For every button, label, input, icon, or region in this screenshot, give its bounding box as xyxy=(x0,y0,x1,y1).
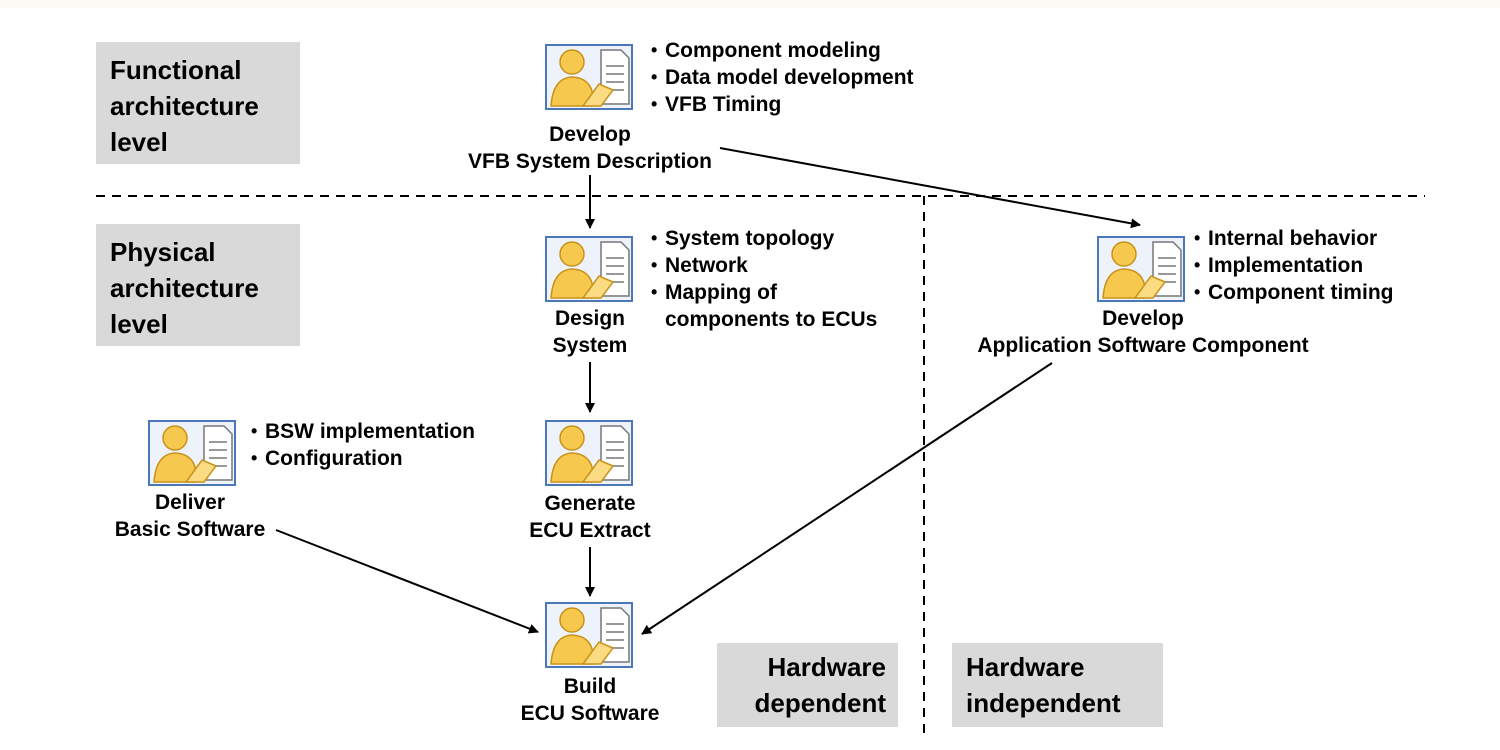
label-line: architecture xyxy=(110,91,259,121)
label-line: Physical xyxy=(110,237,216,267)
label-line: dependent xyxy=(754,688,886,718)
worker-document-icon xyxy=(148,420,236,486)
label-line: independent xyxy=(966,688,1121,718)
bullet-item: Internal behavior xyxy=(1194,225,1393,252)
label-line: level xyxy=(110,127,168,157)
caption-line: Design xyxy=(554,307,625,330)
bullet-item: Mapping of xyxy=(651,279,877,306)
bullet-item: Data model development xyxy=(651,64,914,91)
build-ecu-caption: Build ECU Software xyxy=(500,673,680,727)
develop-swc-caption: Develop Application Software Component xyxy=(950,305,1336,359)
bullet-item: VFB Timing xyxy=(651,91,914,118)
caption-line: System xyxy=(552,334,628,357)
caption-line: ECU Software xyxy=(520,702,660,725)
design-system-caption: Design System xyxy=(520,305,660,359)
caption-line: Build xyxy=(563,675,617,698)
label-line: level xyxy=(110,309,168,339)
caption-line: Generate xyxy=(544,492,636,515)
design-system-bullets: System topology Network Mapping of compo… xyxy=(651,225,877,333)
deliver-bsw-bullets: BSW implementation Configuration xyxy=(251,418,475,472)
arrow-swc-to-build xyxy=(641,362,1053,635)
bullet-item: Component timing xyxy=(1194,279,1393,306)
functional-level-label: Functional architecture level xyxy=(96,42,300,164)
bullet-item: System topology xyxy=(651,225,877,252)
develop-swc-bullets: Internal behavior Implementation Compone… xyxy=(1194,225,1393,306)
worker-document-icon xyxy=(545,420,633,486)
bullet-item: Component modeling xyxy=(651,37,914,64)
generate-extract-caption: Generate ECU Extract xyxy=(505,490,675,544)
bullet-item: Implementation xyxy=(1194,252,1393,279)
caption-line: Application Software Component xyxy=(977,334,1309,357)
bullet-item: Network xyxy=(651,252,877,279)
develop-vfb-bullets: Component modeling Data model developmen… xyxy=(651,37,914,118)
hardware-dependent-label: Hardware dependent xyxy=(717,643,898,727)
worker-document-icon xyxy=(545,44,633,110)
caption-line: ECU Extract xyxy=(529,519,651,542)
top-strip xyxy=(0,0,1500,8)
caption-line: Develop xyxy=(549,123,631,146)
deliver-bsw-caption: Deliver Basic Software xyxy=(100,489,280,543)
worker-document-icon xyxy=(1097,236,1185,302)
caption-line: Deliver xyxy=(154,491,226,514)
hardware-independent-label: Hardware independent xyxy=(952,643,1163,727)
label-line: Hardware xyxy=(767,652,887,682)
label-line: Hardware xyxy=(966,652,1085,682)
bullet-continuation: components to ECUs xyxy=(665,308,878,331)
bullet-item: Configuration xyxy=(251,445,475,472)
caption-line: Develop xyxy=(1102,307,1184,330)
worker-document-icon xyxy=(545,602,633,668)
caption-line: Basic Software xyxy=(114,518,266,541)
physical-level-label: Physical architecture level xyxy=(96,224,300,346)
label-line: architecture xyxy=(110,273,259,303)
arrow-vfb-to-swc xyxy=(719,147,1141,229)
caption-line: VFB System Description xyxy=(468,150,712,173)
develop-vfb-caption: Develop VFB System Description xyxy=(440,121,740,175)
worker-document-icon xyxy=(545,236,633,302)
label-line: Functional xyxy=(110,55,242,85)
bullet-item: BSW implementation xyxy=(251,418,475,445)
arrow-bsw-to-build xyxy=(275,529,539,634)
